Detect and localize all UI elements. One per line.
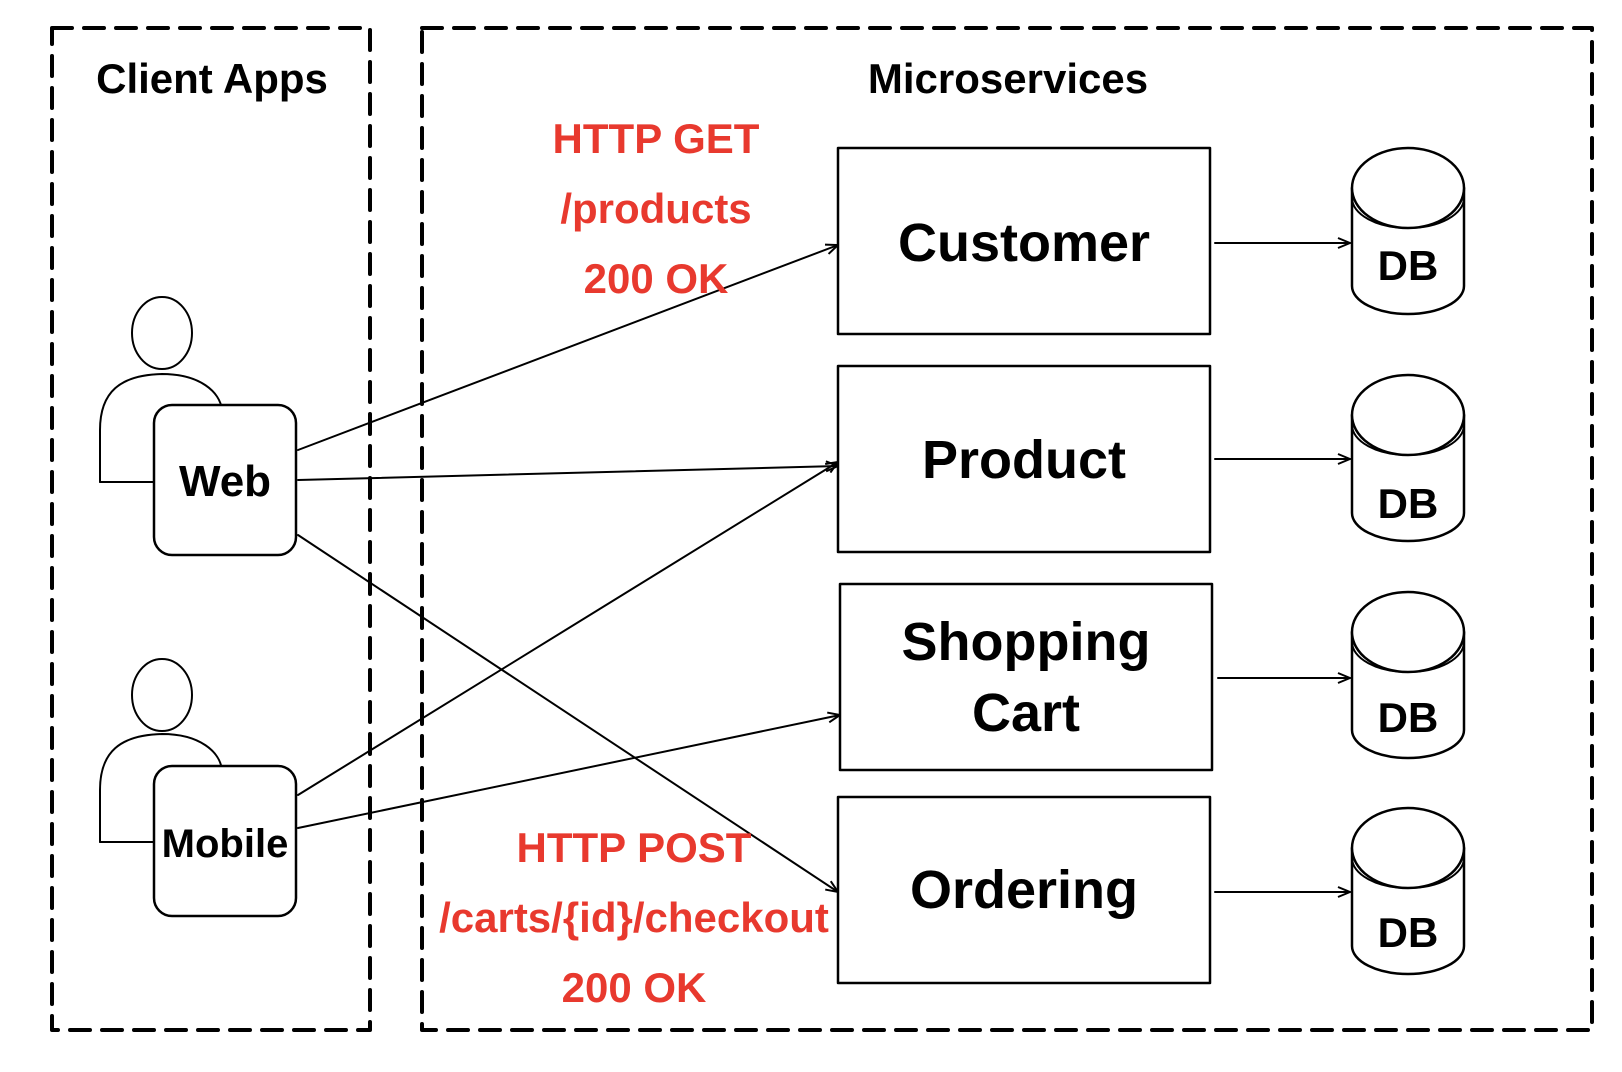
ordering-db: DB (1350, 806, 1466, 976)
customer-db: DB (1350, 146, 1466, 316)
microservices-group: Microservices (420, 26, 1594, 1032)
web-label: Web (179, 457, 271, 506)
customer-db-label: DB (1378, 242, 1439, 289)
database-icon (1350, 590, 1466, 760)
http-get-status: 200 OK (584, 255, 729, 302)
shopping-cart-service-label-line2: Cart (972, 683, 1080, 743)
web-box (152, 403, 298, 557)
product-db-label: DB (1378, 480, 1439, 527)
mobile-label: Mobile (162, 822, 289, 866)
database-icon (1350, 806, 1466, 976)
shopping-cart-db-label: DB (1378, 694, 1439, 741)
database-icon (1350, 373, 1466, 543)
arrow-web-to-customer (297, 245, 838, 451)
mobile-client: Mobile (99, 658, 298, 918)
web-client: Web (99, 296, 298, 557)
arrow-mobile-to-shopping-cart (297, 715, 840, 829)
http-get-method: HTTP GET (553, 115, 760, 162)
arrow-mobile-to-product (297, 462, 838, 796)
arrow-web-to-ordering (297, 534, 838, 892)
user-icon (99, 296, 223, 483)
http-get-path: /products (560, 185, 751, 232)
customer-service: Customer (836, 146, 1212, 336)
http-post-method: HTTP POST (517, 824, 752, 871)
user-icon (99, 658, 223, 843)
connectors (297, 243, 1351, 892)
http-post-path: /carts/{id}/checkout (439, 894, 829, 941)
client-apps-group: Client Apps (50, 26, 372, 1032)
shopping-cart-service-label-line1: Shopping (902, 612, 1151, 672)
database-icon (1350, 146, 1466, 316)
microservices-label: Microservices (868, 55, 1148, 102)
client-apps-label: Client Apps (96, 55, 328, 102)
ordering-service: Ordering (836, 795, 1212, 985)
ordering-db-label: DB (1378, 909, 1439, 956)
shopping-cart-db: DB (1350, 590, 1466, 760)
arrow-web-to-product (297, 466, 838, 481)
shopping-cart-service: Shopping Cart (838, 582, 1214, 772)
mobile-box (152, 764, 298, 918)
http-get-annotation: HTTP GET /products 200 OK (553, 115, 760, 302)
http-post-annotation: HTTP POST /carts/{id}/checkout 200 OK (439, 824, 829, 1011)
customer-service-label: Customer (898, 213, 1150, 273)
http-post-status: 200 OK (562, 964, 707, 1011)
product-service: Product (836, 364, 1212, 554)
product-db: DB (1350, 373, 1466, 543)
ordering-service-label: Ordering (910, 860, 1138, 920)
product-service-label: Product (922, 430, 1126, 490)
